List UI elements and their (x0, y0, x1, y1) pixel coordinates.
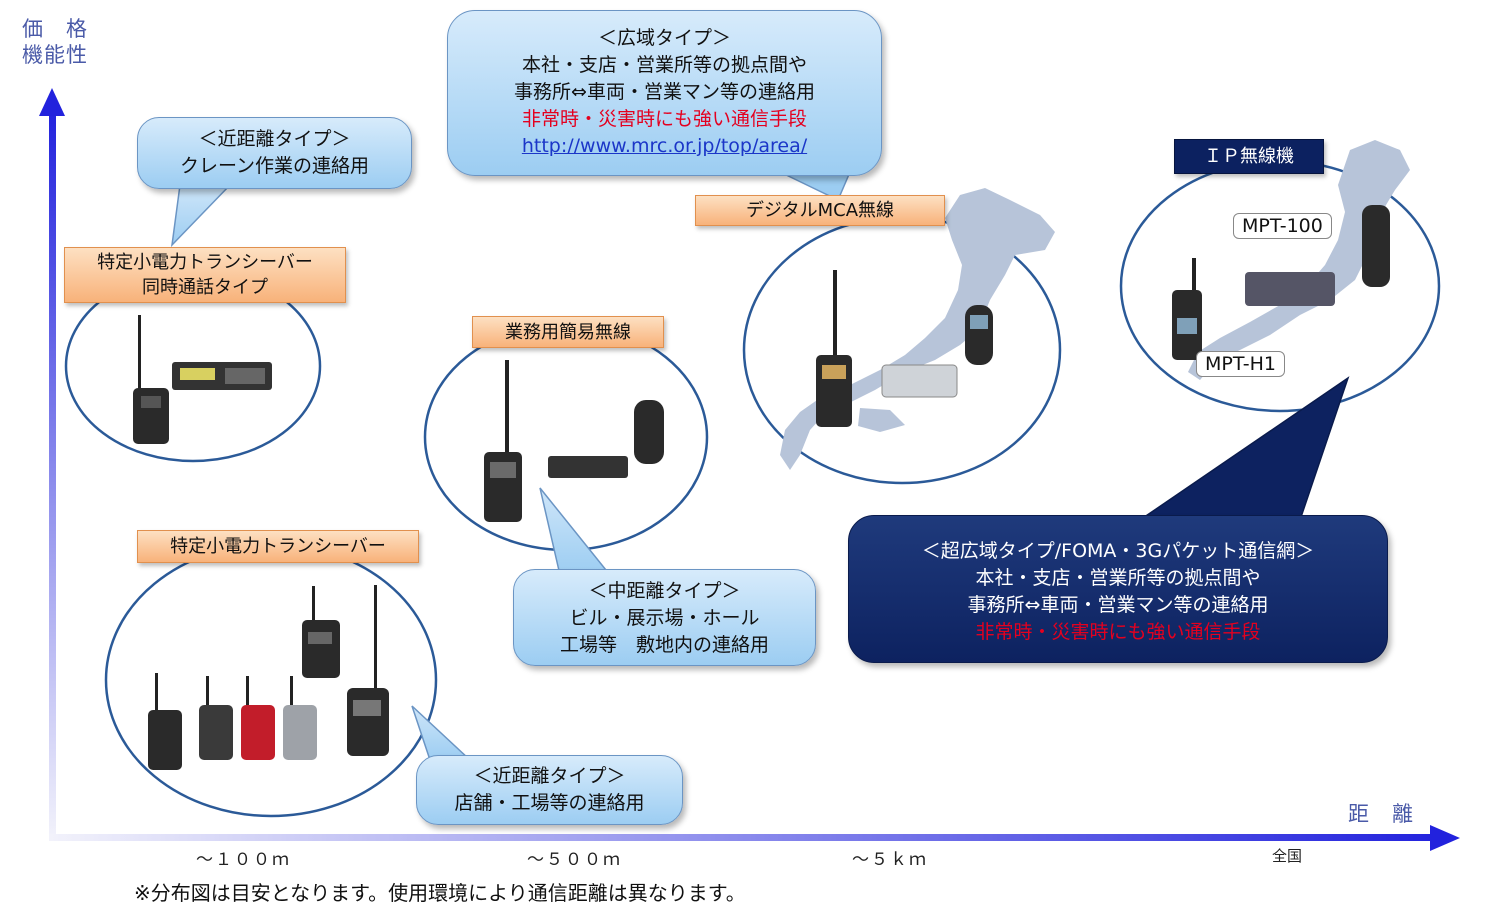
mobile-unit-icon (1245, 205, 1390, 306)
radio-handheld-icon (347, 585, 389, 756)
bubble-wide: ＜広域タイプ＞ 本社・支店・営業所等の拠点間や 事務所⇔車両・営業マン等の連絡用… (447, 10, 882, 176)
model-tag-mpt100: MPT-100 (1233, 213, 1332, 239)
japan-map-ip-icon (1188, 140, 1410, 380)
mobile-unit-icon (548, 400, 664, 478)
bubble-near-shop: ＜近距離タイプ＞ 店舗・工場等の連絡用 (416, 755, 683, 825)
bubble-mid: ＜中距離タイプ＞ ビル・展示場・ホール 工場等 敷地内の連絡用 (513, 569, 816, 666)
tail-near-crane (170, 184, 232, 248)
x-axis (49, 834, 1444, 841)
tag-tokutei: 特定小電力トランシーバー (137, 530, 419, 563)
footnote: ※分布図は目安となります。使用環境により通信距離は異なります。 (134, 881, 746, 905)
tag-mca: デジタルMCA無線 (695, 195, 945, 226)
bubble-near-crane: ＜近距離タイプ＞ クレーン作業の連絡用 (137, 117, 412, 189)
bubble-title: ＜中距離タイプ＞ (588, 580, 741, 602)
y-axis (49, 108, 56, 838)
model-tag-mpth1: MPT-H1 (1196, 351, 1285, 377)
bubble-line: 本社・支店・営業所等の拠点間や (975, 567, 1261, 589)
radio-handheld-icon (816, 270, 852, 427)
bubble-ultra: ＜超広域タイプ/FOMA・3Gパケット通信網＞ 本社・支店・営業所等の拠点間や … (848, 515, 1388, 663)
radio-handheld-icon (484, 360, 522, 522)
x-axis-arrow-icon (1430, 825, 1460, 851)
y-axis-arrow-icon (39, 88, 65, 116)
bubble-title: ＜近距離タイプ＞ (198, 128, 351, 150)
circle-gyomu (423, 322, 709, 552)
radio-handheld-icon (199, 676, 233, 760)
radio-handheld-icon (283, 676, 317, 760)
tag-tokutei-duplex: 特定小電力トランシーバー 同時通話タイプ (64, 247, 346, 303)
x-tick-nationwide: 全国 (1272, 847, 1303, 865)
x-tick-100m: ～１００ｍ (196, 850, 291, 870)
tag-gyomu: 業務用簡易無線 (472, 316, 664, 348)
y-axis-label-line2: 機能性 (22, 43, 88, 67)
bubble-line: 本社・支店・営業所等の拠点間や (521, 54, 807, 76)
bubble-line: 店舗・工場等の連絡用 (454, 792, 645, 814)
bubble-emphasis: 非常時・災害時にも強い通信手段 (975, 621, 1261, 643)
radio-handheld-icon (148, 673, 182, 770)
bubble-emphasis: 非常時・災害時にも強い通信手段 (521, 108, 807, 130)
tag-ip: ＩＰ無線機 (1174, 139, 1324, 174)
tail-near-shop (411, 705, 472, 761)
bubble-title: ＜超広域タイプ/FOMA・3Gパケット通信網＞ (921, 540, 1315, 562)
mobile-unit-icon (881, 305, 993, 398)
radio-handheld-icon (1172, 258, 1202, 360)
x-axis-label: 距 離 (1348, 802, 1414, 826)
bubble-line: 工場等 敷地内の連絡用 (559, 634, 769, 656)
radio-handheld-icon (302, 586, 340, 678)
base-station-icon (172, 362, 272, 390)
y-axis-label-line1: 価 格 (22, 17, 88, 41)
radio-handheld-icon (133, 315, 169, 444)
bubble-line: 事務所⇔車両・営業マン等の連絡用 (967, 594, 1269, 616)
radio-handheld-icon (241, 676, 275, 760)
bubble-title: ＜近距離タイプ＞ (473, 765, 626, 787)
y-axis-label: 価 格 機能性 (22, 16, 88, 68)
bubble-title: ＜広域タイプ＞ (597, 27, 731, 49)
bubble-line: 事務所⇔車両・営業マン等の連絡用 (514, 81, 815, 103)
mrc-area-link[interactable]: http://www.mrc.or.jp/top/area/ (521, 135, 808, 157)
tag-line: 同時通話タイプ (142, 277, 268, 298)
tag-line: 特定小電力トランシーバー (97, 252, 313, 273)
bubble-line: クレーン作業の連絡用 (179, 155, 370, 177)
bubble-line: ビル・展示場・ホール (569, 607, 760, 629)
x-tick-5km: ～５ｋｍ (852, 850, 928, 870)
x-tick-500m: ～５００ｍ (527, 850, 622, 870)
